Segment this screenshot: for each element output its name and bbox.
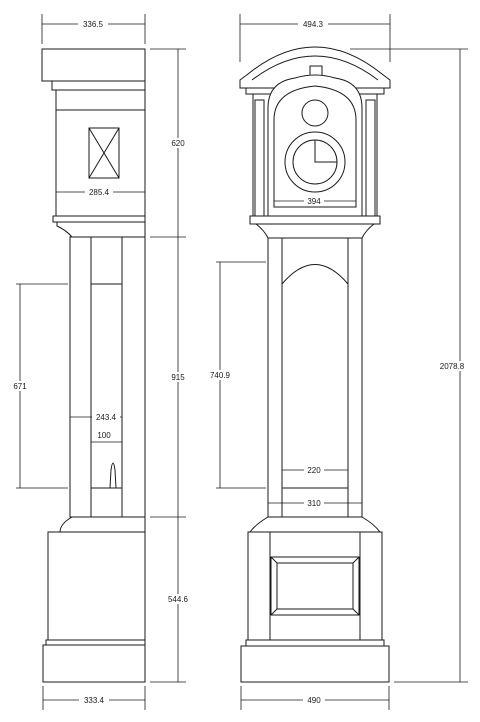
trunk-inner-width-label: 243.4 [96,413,117,422]
side-base-moulding [59,516,146,533]
dimension-labels: 336.5 333.4 620 915 544.6 285.4 243.4 10… [10,19,468,705]
front-plinth [240,645,390,683]
side-window [88,127,120,179]
moon-dial [301,99,329,127]
hood-height-label: 620 [171,139,185,148]
side-cornice-moulding [51,80,146,91]
pendulum-bob [109,462,117,489]
pendulum-width-label: 100 [97,431,111,440]
base-height-label: 544.6 [168,595,189,604]
side-cornice [41,48,146,82]
side-elevation [41,48,146,683]
side-door-height-label: 671 [13,382,27,391]
front-base-moulding [248,516,382,533]
front-width-bottom-label: 490 [307,696,321,705]
front-plinth-moulding [245,639,385,647]
side-width-bottom-label: 333.4 [84,696,105,705]
dial-width-label: 394 [307,197,321,206]
trunk-width-label: 310 [307,499,321,508]
side-base [47,531,146,641]
side-hood-base [52,215,146,223]
side-plinth [42,644,146,683]
hood-column-right [365,99,376,217]
side-width-top-label: 336.5 [83,20,104,29]
trunk-height-label: 915 [171,373,185,382]
front-hood-base [249,215,381,225]
side-trunk [69,236,146,518]
front-width-top-label: 494.3 [303,20,324,29]
side-waist-moulding [56,221,146,238]
trunk-door-arch [281,264,349,285]
front-elevation [239,46,391,683]
clock-hands [314,140,337,163]
hood-inner-width-label: 285.4 [89,188,110,197]
overall-height-label: 2078.8 [440,362,465,371]
door-width-label: 220 [307,466,321,475]
front-waist-moulding [254,223,376,239]
side-frieze [55,89,146,111]
hood-column-left [254,99,265,217]
front-door-height-label: 740.9 [210,371,231,380]
side-plinth-moulding [45,639,146,646]
